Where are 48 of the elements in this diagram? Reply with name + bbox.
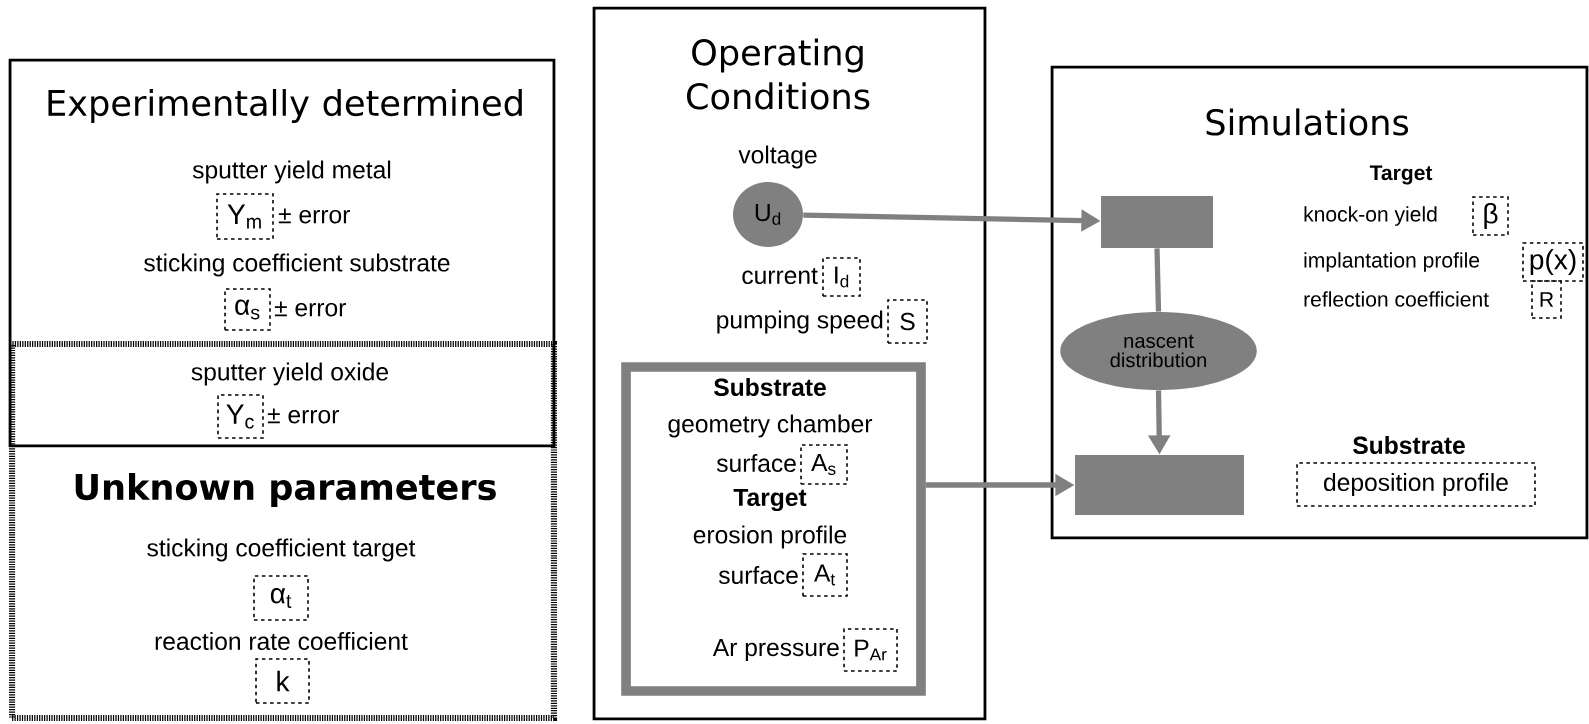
parameter-text: sticking coefficient target [147, 538, 416, 562]
symbol-box: k [255, 658, 310, 704]
symbol-box: P$_{Ar}$ [843, 628, 898, 672]
parameter-text: surface [716, 454, 796, 473]
symbol-box: A$_{s}$ [800, 444, 848, 485]
symbol-box: α$_{s}$ [224, 288, 271, 331]
heading: Unknown parameters [75, 473, 496, 507]
panel-box [8, 58, 556, 448]
symbol-box: β [1472, 196, 1509, 236]
parameter-text: geometry chamber [668, 414, 873, 438]
heading: Experimentally determined [48, 89, 522, 123]
error-text: ± error [278, 208, 350, 224]
error-text: ± error [274, 301, 346, 317]
symbol-box: α$_{t}$ [253, 575, 309, 621]
symbol-box: p(x) [1522, 242, 1584, 282]
parameter-text: current [742, 267, 818, 285]
section-heading: Target [1369, 165, 1433, 185]
parameter-text: voltage [738, 145, 817, 169]
parameter-text: pumping speed [717, 310, 883, 334]
group-box [621, 362, 926, 696]
parameter-text: implantation profile [1304, 252, 1480, 272]
panel-box [592, 6, 987, 721]
error-text: ± error [267, 408, 339, 424]
heading: Simulations [1206, 108, 1409, 136]
symbol-box: A$_{t}$ [802, 553, 848, 597]
section-heading: Target [733, 488, 807, 512]
parameter-text: erosion profile [693, 525, 847, 549]
parameter-text: sticking coefficient substrate [144, 253, 450, 277]
symbol-box: R [1531, 280, 1562, 319]
process-box [1075, 455, 1244, 515]
panel-box [1050, 65, 1589, 540]
hatched-panel-box [9, 340, 558, 722]
parameter-text: sputter yield oxide [191, 362, 388, 386]
process-box [1101, 196, 1213, 248]
parameter-text: reaction rate coefficient [155, 631, 408, 651]
symbol-box: deposition profile [1296, 462, 1536, 507]
symbol-box: Y$_{m}$ [216, 193, 274, 240]
parameter-text: Ar pressure [712, 639, 839, 661]
symbol-box: I$_{d}$ [822, 257, 861, 297]
section-heading: Substrate [714, 377, 826, 397]
symbol-box: S [887, 299, 928, 344]
parameter-text: reflection coefficient [1304, 291, 1489, 307]
parameter-text: surface [718, 566, 798, 585]
symbol-box: Y$_{c}$ [217, 394, 264, 439]
heading: Operating Conditions [687, 38, 870, 110]
parameter-text: knock-on yield [1304, 206, 1437, 226]
section-heading: Substrate [1353, 435, 1465, 455]
parameter-text: sputter yield metal [192, 160, 391, 184]
